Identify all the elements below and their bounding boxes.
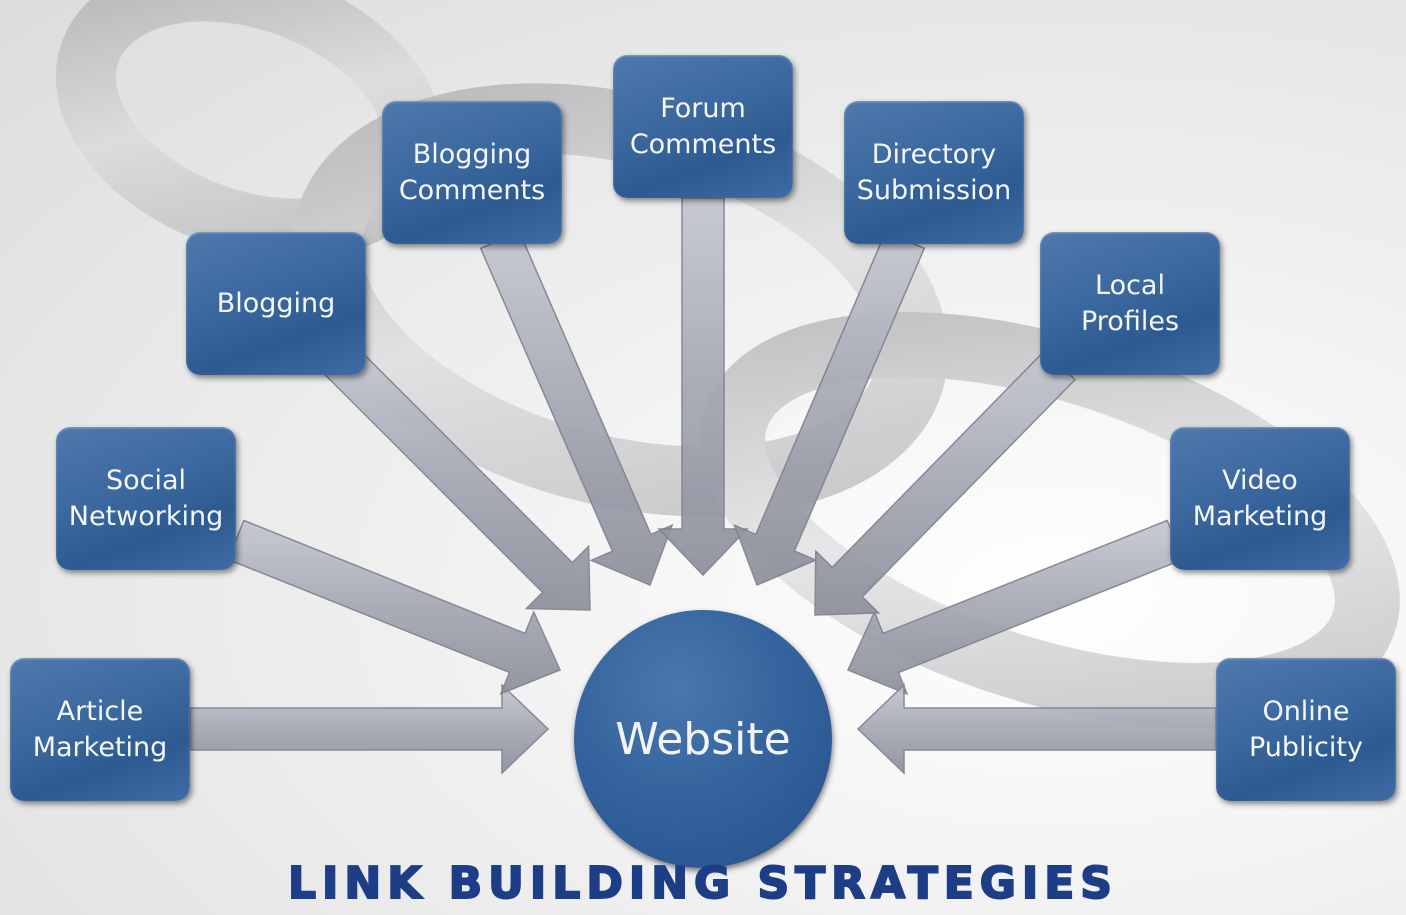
node-label-line: Comments (398, 174, 546, 206)
strategy-blogging: Blogging (186, 232, 366, 375)
diagram-title: LINK BUILDING STRATEGIES (287, 857, 1118, 910)
arrow-blogging (324, 344, 591, 611)
node-label-line: Online (1262, 695, 1350, 727)
node-label-line: Profiles (1080, 305, 1180, 337)
node-label-line: Directory (871, 138, 997, 170)
arrow-video (846, 519, 1184, 696)
arrow-online (856, 683, 1217, 775)
node-label-line: Marketing (1192, 500, 1328, 532)
node-label-line: Article (56, 695, 144, 727)
node-label-line: Blogging (216, 287, 336, 319)
website-hub: Website (574, 610, 832, 868)
node-label-line: Marketing (32, 731, 168, 763)
arrow-directory (733, 230, 926, 586)
hub-label: Website (615, 713, 791, 765)
arrow-social (227, 519, 562, 696)
node-label-line: Networking (68, 500, 224, 532)
node-label-line: Comments (629, 128, 777, 160)
node-label-line: Submission (856, 174, 1012, 206)
node-label-line: Local (1095, 269, 1165, 301)
node-label-line: Video (1222, 464, 1298, 496)
arrow-forum (657, 197, 749, 577)
arrow-article (189, 683, 550, 775)
node-label-line: Publicity (1249, 731, 1363, 763)
node-label-line: Blogging (412, 138, 532, 170)
node-label-line: Social (105, 464, 187, 496)
node-label-line: Forum (660, 92, 746, 124)
arrow-blogging-comments (479, 230, 674, 586)
arrow-local (814, 349, 1077, 616)
